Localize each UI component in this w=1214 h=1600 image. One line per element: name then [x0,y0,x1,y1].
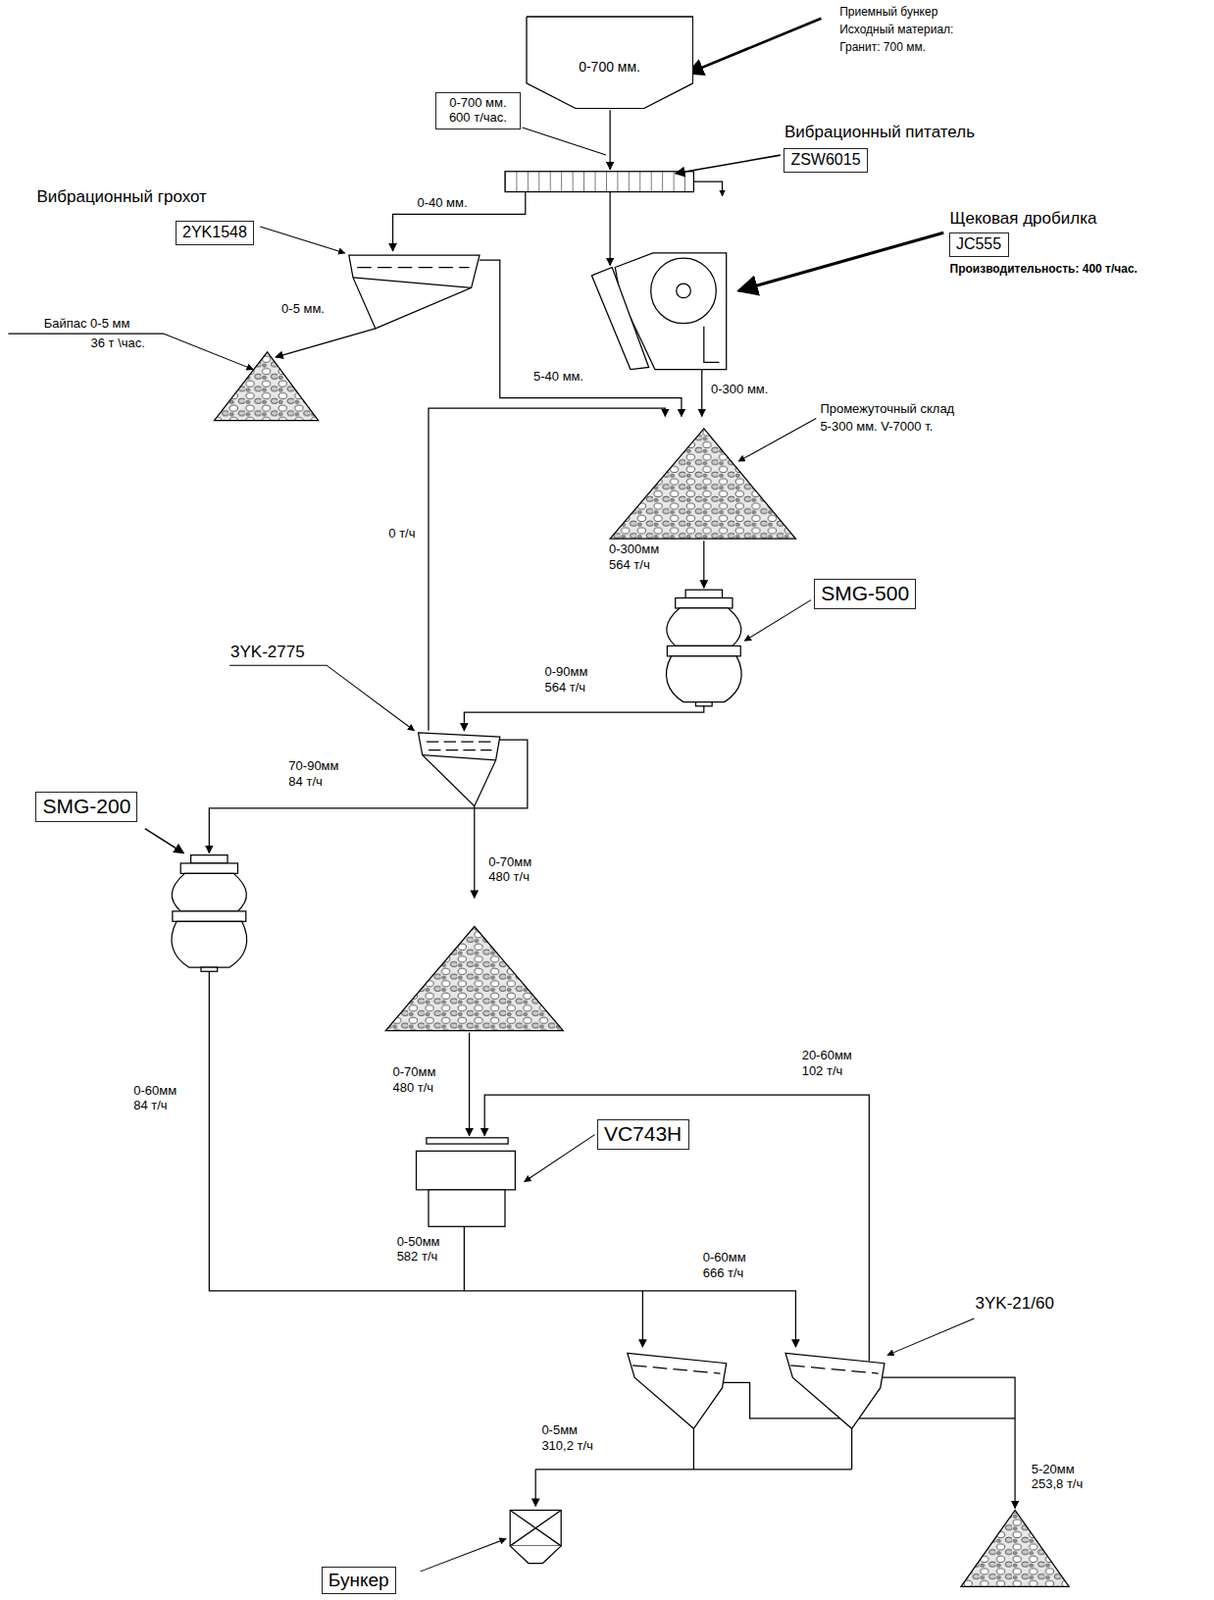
flow-box: 0-700 мм. 600 т/час. [435,92,520,130]
flow-label: 84 т/ч [287,774,323,790]
flow-label: 0-5 мм. [280,302,326,317]
flow-label: Промежуточный склад [818,402,956,417]
node-text: ZSW6015 [790,151,861,169]
hopper: 0-700 мм. [525,15,695,110]
flow-lines [208,109,1015,1508]
flow-label: 0-70мм [487,855,533,870]
flow-label: 0-300мм [607,542,660,557]
screen [418,732,501,807]
bypass-stockpile [214,352,319,421]
flow-label: 253,8 т/ч [1030,1476,1084,1492]
flow-label: 5-40 мм. [532,369,585,385]
flow-label: Приемный бункер [838,5,939,20]
flow-label: Гранит: 700 мм. [838,41,927,55]
flow-label: 70-90мм [287,758,340,774]
equipment-name: 3YK-2775 [229,642,306,662]
flow-label: 480 т/ч [391,1080,435,1096]
intermediate-stockpile [609,428,796,539]
flow-label: 0-60мм [702,1250,748,1265]
flow-label: 0-40 мм. [415,196,468,211]
node-text: Бункер [328,1568,390,1591]
flow-label: 582 т/ч [396,1249,440,1265]
flow-label: 36 т \час. [90,336,147,352]
equipment-tag: 2YK1548 [175,220,254,246]
flow-label: 0-5мм [540,1422,579,1438]
flow-label: 102 т/ч [801,1063,845,1079]
node-text: VC743H [604,1121,683,1146]
stockpile [385,925,563,1030]
flow-label: 564 т/ч [607,557,652,573]
cone-crusher [665,589,742,707]
equipment-tag: SMG-500 [813,578,916,609]
flow-label: 0-70мм [391,1064,437,1080]
screen [785,1352,885,1428]
node-text: 2YK1548 [182,223,248,242]
equipment-tag: Бункер [321,1566,397,1594]
jaw-crusher [591,252,726,370]
flow-label: 20-60мм [801,1048,854,1063]
flow-label: Производительность: 400 т/час. [949,262,1139,277]
node-text: 0-700 мм. [529,58,691,75]
equipment-tag: VC743H [597,1118,690,1150]
equipment-name: Щековая дробилка [949,208,1099,229]
node-text: SMG-200 [42,794,131,818]
cone-crusher [171,855,248,972]
flow-label: 0-300 мм. [709,382,769,398]
leader-lines [7,18,974,1571]
equipment-tag: JC555 [949,232,1010,257]
hopper-shape [526,16,694,109]
equipment-name: Вибрационный грохот [35,187,207,207]
flow-label: 310,2 т/ч [540,1438,594,1454]
flow-label: 84 т/ч [132,1098,168,1113]
node-text: JC555 [956,235,1003,253]
screen [627,1352,727,1428]
node-text: 0-700 мм. 600 т/час. [440,96,515,126]
flow-label: 564 т/ч [543,680,587,696]
vibrating-screen [349,254,480,329]
flow-label: 480 т/ч [487,869,531,885]
equipment-name: Вибрационный питатель [783,122,976,143]
vsi-crusher [415,1137,515,1226]
vibrating-feeder [505,171,694,193]
flow-label: 666 т/ч [702,1265,746,1281]
flow-label: 0-90мм [543,664,589,680]
flow-label: 5-20мм [1030,1462,1076,1477]
flow-label: Исходный материал: [838,23,955,38]
flow-label: 0-60мм [132,1083,178,1099]
equipment-tag: SMG-200 [35,791,138,822]
flow-label: Байпас 0-5 мм [43,316,132,332]
equipment [171,171,1069,1587]
flow-label: 5-300 мм. V-7000 т. [818,419,934,435]
bunker [509,1509,561,1563]
node-text: SMG-500 [820,581,910,606]
equipment-tag: ZSW6015 [783,148,868,173]
equipment-name: 3YK-21/60 [974,1293,1056,1314]
flow-label: 0-50мм [396,1234,442,1250]
flow-label: 0 т/ч [387,526,416,542]
product-stockpile [961,1509,1069,1586]
